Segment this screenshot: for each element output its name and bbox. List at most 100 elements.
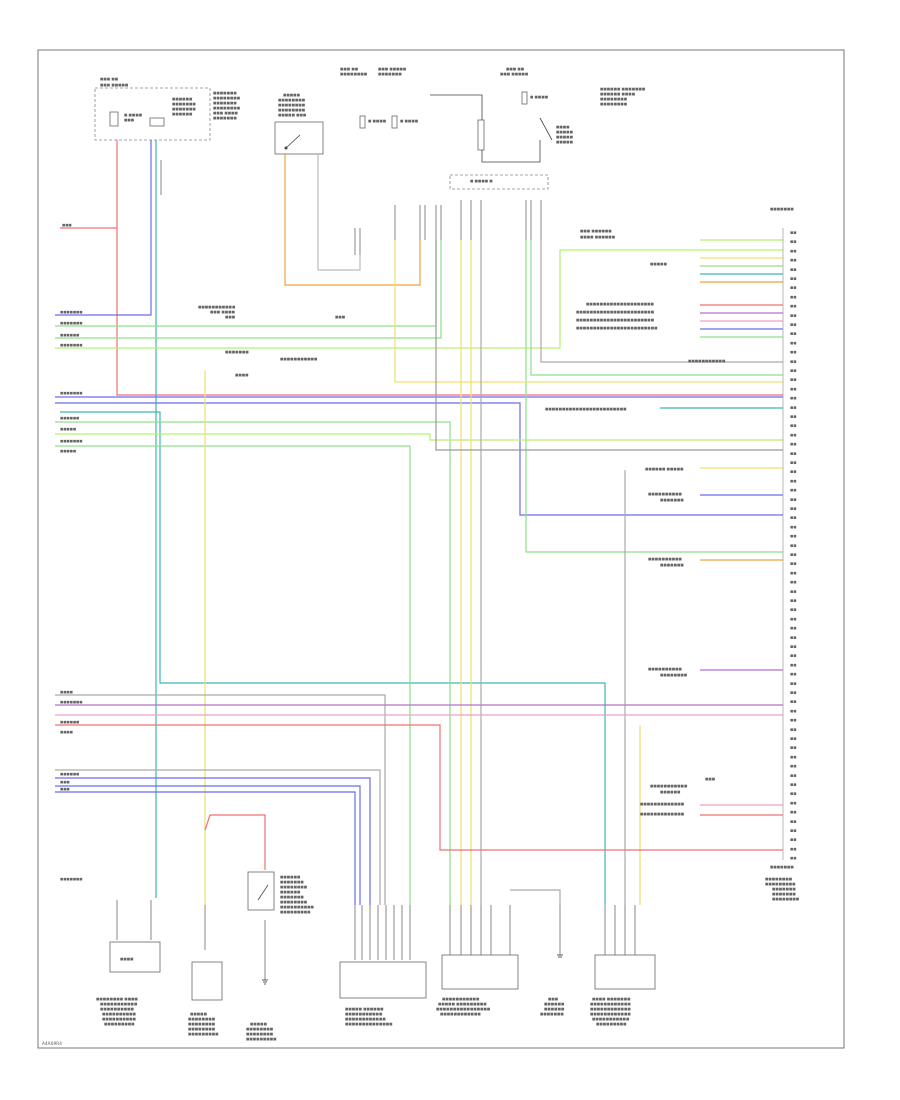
svg-text:■■■■■■■■: ■■■■■■■■ (280, 900, 308, 904)
fuse-center-top: ■■■ ■■ ■■■■■■■■ ■■■ ■■■■■ ■■■■■■■ ■ ■■■■… (340, 67, 419, 129)
svg-text:■■■■■■■■■■■■■■■■■■■■: ■■■■■■■■■■■■■■■■■■■■ (586, 302, 655, 306)
wire-red-main (116, 140, 783, 396)
ecm-pin-label: ■■ (790, 295, 796, 299)
svg-text:■■■■■■■: ■■■■■■■ (660, 498, 684, 502)
ground-icon (262, 954, 563, 985)
ecm-pin-label: ■■ (790, 580, 796, 584)
svg-text:■■■■■■■■■■■: ■■■■■■■■■■■ (345, 1012, 383, 1016)
ecm-pin-label: ■■ (790, 801, 796, 805)
bottom-component-7: ■■■■ ■■■■■■■ ■■■■■■■■■■■■ ■■■■■■■■■■■■ ■… (590, 954, 656, 1026)
svg-text:■■■■■■■■: ■■■■■■■■ (600, 97, 628, 101)
bottom-relay-3: ■■■■■■ ■■■■■■■ ■■■■■■■■ ■■■■■■ ■■■■■■■ ■… (246, 871, 315, 1041)
ecm-pin-label: ■■ (790, 571, 796, 575)
ecm-pin-label: ■■ (790, 461, 796, 465)
ecm-pin-label: ■■ (790, 635, 796, 639)
svg-text:■■■■■ ■■■: ■■■■■ ■■■ (278, 113, 307, 117)
ecm-pin-label: ■■ (790, 617, 796, 621)
svg-text:■■■■: ■■■■ (120, 957, 134, 961)
svg-text:■■■■■■■■: ■■■■■■■■ (660, 673, 688, 677)
svg-text:■■■■■: ■■■■■ (283, 93, 301, 97)
svg-text:■■■ ■■: ■■■ ■■ (340, 67, 359, 71)
ecm-pin-label: ■■ (790, 258, 796, 262)
svg-text:■■■■■■■■■: ■■■■■■■■■ (596, 1022, 627, 1026)
svg-text:■■■■■: ■■■■■ (250, 1022, 268, 1026)
splice-bar (449, 174, 549, 190)
svg-text:■■■■■■■: ■■■■■■■ (60, 700, 82, 704)
svg-text:■ ■■■■: ■ ■■■■ (530, 95, 549, 99)
svg-text:■■■: ■■■ (60, 787, 70, 791)
svg-text:■ ■■■■: ■ ■■■■ (400, 119, 419, 123)
svg-text:■■■: ■■■ (62, 223, 72, 227)
ecm-pin-label: ■■ (790, 562, 796, 566)
ecm-pin-label: ■■ (790, 369, 796, 373)
ecm-pin-label: ■■ (790, 525, 796, 529)
svg-text:■■■: ■■■ (548, 997, 559, 1001)
ecm-pin-label: ■■ (790, 451, 796, 455)
svg-text:■■■■■: ■■■■■ (60, 449, 76, 453)
ecm-pin-label: ■■ (790, 267, 796, 271)
svg-text:■■■■■■■■: ■■■■■■■■ (278, 98, 306, 102)
svg-text:■■■■■■■■: ■■■■■■■■ (188, 1017, 216, 1021)
svg-text:■■■■■■: ■■■■■■ (544, 1007, 565, 1011)
svg-text:■■■■■■■■■■■: ■■■■■■■■■■■ (100, 1002, 138, 1006)
svg-text:■■■■: ■■■■ (60, 690, 73, 694)
svg-text:■■■■■■■: ■■■■■■■ (660, 563, 684, 567)
svg-text:■■■■■■■■■■■■■■■■■■■■■■■: ■■■■■■■■■■■■■■■■■■■■■■■ (576, 318, 655, 322)
ecm-pin-label: ■■ (790, 847, 796, 851)
svg-text:■■■■■■■: ■■■■■■■ (772, 887, 796, 891)
svg-text:■■■■■■■: ■■■■■■■ (60, 321, 82, 325)
svg-text:■■■: ■■■ (225, 315, 236, 319)
svg-text:■■■■■■■■: ■■■■■■■■ (213, 96, 241, 100)
svg-text:■■■■■: ■■■■■ (556, 130, 574, 134)
svg-text:■■■■■■■■■■■■■■: ■■■■■■■■■■■■■■ (345, 1022, 393, 1026)
ecm-pin-label: ■■ (790, 792, 796, 796)
svg-text:■■■■■■■■■: ■■■■■■■■■ (188, 1032, 219, 1036)
svg-text:■■■■■■ ■■■■■: ■■■■■■ ■■■■■ (645, 467, 684, 471)
svg-text:■■■■■■■: ■■■■■■■ (60, 343, 82, 347)
ecm-pin-label: ■■ (790, 718, 796, 722)
ecm-pin-label: ■■ (790, 313, 796, 317)
svg-text:■■■ ■■■■■: ■■■ ■■■■■ (100, 83, 129, 87)
svg-text:■■■■■■■■■■■■: ■■■■■■■■■■■■ (590, 1012, 631, 1016)
ecm-pin-label: ■■ (790, 672, 796, 676)
ecm-pin-label: ■■ (790, 681, 796, 685)
svg-text:■■■■■■■■■■■■■■■■■■■■■■■■: ■■■■■■■■■■■■■■■■■■■■■■■■ (576, 326, 658, 330)
ecm-pin-label: ■■ (790, 810, 796, 814)
ecm-pin-label: ■■ (790, 838, 796, 842)
ecm-pin-label: ■■ (790, 249, 796, 253)
svg-text:■■■■■: ■■■■■ (556, 135, 574, 139)
svg-text:■■■■■■■■■■■: ■■■■■■■■■■■ (280, 357, 318, 361)
svg-text:■■■: ■■■ (705, 777, 716, 781)
ecm-pin-label: ■■ (790, 387, 796, 391)
ecm-pin-label: ■■ (790, 424, 796, 428)
ecm-pin-label: ■■ (790, 663, 796, 667)
svg-text:■■■■■: ■■■■■ (650, 262, 668, 266)
svg-text:■■■■■■■: ■■■■■■■ (60, 877, 82, 881)
svg-text:■■■■■■: ■■■■■■ (280, 875, 301, 879)
svg-text:■■■■■ ■■■■■■■■■: ■■■■■ ■■■■■■■■■ (438, 1002, 487, 1006)
svg-text:■■■■■■: ■■■■■■ (660, 790, 681, 794)
ecm-pin-label: ■■ (790, 783, 796, 787)
bottom-component-4: ■■■■■ ■■■■■■ ■■■■■■■■■■■ ■■■■■■■■■■■■ ■■… (339, 961, 427, 1026)
svg-text:■■■■■■■■■■■■■■■■■■■■■■■: ■■■■■■■■■■■■■■■■■■■■■■■ (576, 310, 655, 314)
ecm-pin-label: ■■ (790, 645, 796, 649)
ecm-pin-label: ■■ (790, 240, 796, 244)
svg-text:■■■■■■■: ■■■■■■■ (772, 892, 796, 896)
ecm-pin-label: ■■ (790, 589, 796, 593)
svg-text:■■■■■■ ■■■■: ■■■■■■ ■■■■ (600, 92, 636, 96)
ecm-pin-label: ■■ (790, 277, 796, 281)
svg-text:■■■■■■■■■: ■■■■■■■■■ (280, 910, 311, 914)
svg-text:■■■■■■■■■■: ■■■■■■■■■■ (102, 1017, 137, 1021)
svg-text:■■■: ■■■ (335, 315, 346, 319)
wire-blue-1 (55, 140, 152, 316)
ecm-pin-label: ■■ (790, 507, 796, 511)
svg-text:■ ■■■■: ■ ■■■■ (124, 113, 143, 117)
svg-text:■■■■■■■: ■■■■■■■ (770, 865, 794, 869)
svg-text:■■■■: ■■■■ (60, 730, 73, 734)
svg-text:■■■■■: ■■■■■ (556, 140, 574, 144)
svg-text:■■■■■■■: ■■■■■■■ (172, 102, 196, 106)
svg-text:■■■■■■■: ■■■■■■■ (60, 310, 82, 314)
ecm-pin-label: ■■ (790, 497, 796, 501)
ecm-pin-label: ■■ (790, 378, 796, 382)
